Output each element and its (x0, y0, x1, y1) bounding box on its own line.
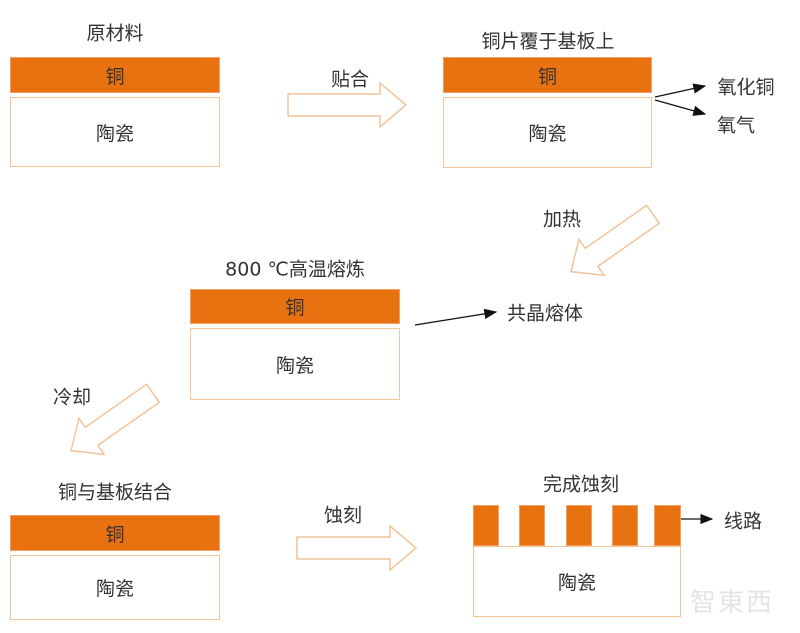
output-eutectic: 共晶熔体 (506, 302, 584, 325)
step1-ceramic: 陶瓷 (10, 97, 220, 167)
step2-title: 铜片覆于基板上 (481, 30, 615, 53)
step1-title: 原材料 (86, 22, 144, 45)
step3-title: 800 ℃高温熔炼 (225, 258, 365, 281)
transition-etch: 蚀刻 (323, 504, 363, 527)
step5-ceramic: 陶瓷 (473, 546, 681, 617)
step5-title: 完成蚀刻 (542, 473, 620, 496)
hollow-arrow-bond (287, 81, 408, 129)
output-oxygen: 氧气 (716, 114, 756, 137)
arrow-copper-oxide (654, 83, 707, 98)
step4-copper: 铜 (10, 515, 220, 551)
step2-ceramic: 陶瓷 (443, 97, 652, 168)
output-copper-oxide: 氧化铜 (717, 76, 775, 99)
arrow-oxygen (654, 99, 707, 116)
transition-heat: 加热 (542, 208, 582, 231)
transition-bond: 贴合 (330, 68, 370, 91)
step1-copper: 铜 (10, 57, 220, 93)
copper-trace (654, 505, 681, 546)
watermark-logo: 智東西 (690, 588, 775, 618)
copper-trace (566, 505, 592, 546)
arrow-eutectic (414, 308, 498, 326)
step4-ceramic: 陶瓷 (10, 555, 220, 620)
hollow-arrow-cool (70, 383, 161, 456)
hollow-arrow-heat (570, 204, 661, 277)
copper-trace (473, 505, 499, 546)
copper-trace (612, 505, 638, 546)
hollow-arrow-etch (296, 524, 418, 572)
step3-copper: 铜 (190, 289, 400, 324)
transition-cool: 冷却 (52, 386, 92, 409)
copper-trace (519, 505, 545, 546)
output-circuit: 线路 (723, 510, 763, 533)
step2-copper: 铜 (443, 57, 652, 93)
step4-title: 铜与基板结合 (57, 481, 173, 504)
step3-ceramic: 陶瓷 (190, 328, 400, 400)
